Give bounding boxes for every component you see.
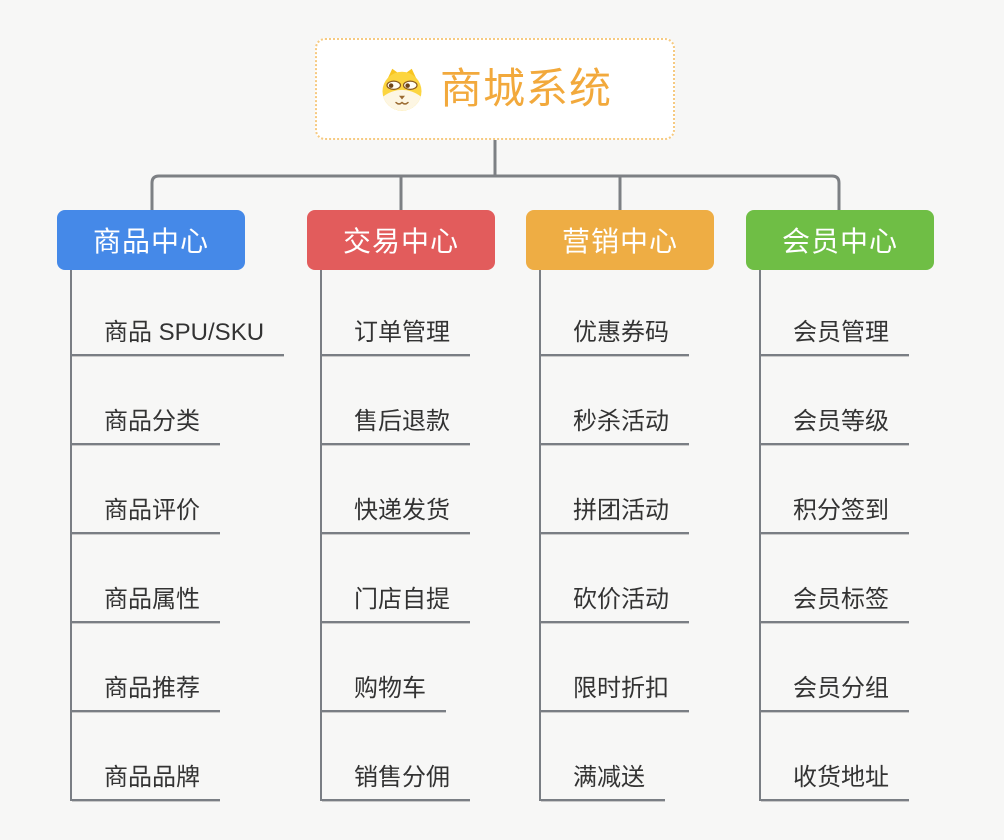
leaf-row: 商品品牌 <box>72 712 307 801</box>
branch-header-marketing-center[interactable]: 营销中心 <box>526 210 714 270</box>
leaf-node[interactable]: 购物车 <box>322 675 446 712</box>
leaf-node[interactable]: 积分签到 <box>761 497 909 534</box>
root-title: 商城系统 <box>439 65 612 112</box>
leaf-row: 砍价活动 <box>541 534 776 623</box>
leaf-node[interactable]: 门店自提 <box>322 586 470 623</box>
leaf-row: 会员标签 <box>761 534 996 623</box>
leaf-row: 秒杀活动 <box>541 356 776 445</box>
leaf-row: 收货地址 <box>761 712 996 801</box>
leaf-node[interactable]: 商品 SPU/SKU <box>72 319 285 356</box>
branch-body-product-center: 商品 SPU/SKU 商品分类 商品评价 商品属性 商品推荐 商品品牌 <box>70 270 307 801</box>
branch-header-product-center[interactable]: 商品中心 <box>57 210 245 270</box>
branch-label: 会员中心 <box>781 226 898 257</box>
branch-header-member-center[interactable]: 会员中心 <box>746 210 934 270</box>
leaf-row: 会员等级 <box>761 356 996 445</box>
connector-rail <box>150 174 841 211</box>
leaf-node[interactable]: 商品推荐 <box>72 675 220 712</box>
leaf-row: 满减送 <box>541 712 776 801</box>
branch-member-center: 会员中心 会员管理 会员等级 积分签到 会员标签 会员分组 收货地址 <box>746 210 996 801</box>
branch-body-marketing-center: 优惠券码 秒杀活动 拼团活动 砍价活动 限时折扣 满减送 <box>539 270 776 801</box>
leaf-node[interactable]: 会员标签 <box>761 586 909 623</box>
leaf-row: 优惠券码 <box>541 270 776 356</box>
leaf-node[interactable]: 商品品牌 <box>72 764 220 801</box>
leaf-row: 商品评价 <box>72 445 307 534</box>
leaf-row: 快递发货 <box>322 445 557 534</box>
dog-mascot-icon <box>382 68 422 111</box>
root-node[interactable]: 商城系统 <box>315 38 675 140</box>
leaf-node[interactable]: 优惠券码 <box>541 319 689 356</box>
leaf-row: 积分签到 <box>761 445 996 534</box>
leaf-row: 会员管理 <box>761 270 996 356</box>
leaf-node[interactable]: 秒杀活动 <box>541 408 689 445</box>
leaf-node[interactable]: 商品属性 <box>72 586 220 623</box>
leaf-node[interactable]: 拼团活动 <box>541 497 689 534</box>
branch-trade-center: 交易中心 订单管理 售后退款 快递发货 门店自提 购物车 销售分佣 <box>307 210 557 801</box>
leaf-row: 限时折扣 <box>541 623 776 712</box>
leaf-node[interactable]: 收货地址 <box>761 764 909 801</box>
leaf-row: 会员分组 <box>761 623 996 712</box>
leaf-node[interactable]: 满减送 <box>541 764 665 801</box>
leaf-node[interactable]: 订单管理 <box>322 319 470 356</box>
branch-label: 交易中心 <box>342 226 459 257</box>
branch-body-member-center: 会员管理 会员等级 积分签到 会员标签 会员分组 收货地址 <box>759 270 996 801</box>
leaf-row: 商品 SPU/SKU <box>72 270 307 356</box>
leaf-node[interactable]: 售后退款 <box>322 408 470 445</box>
leaf-node[interactable]: 快递发货 <box>322 497 470 534</box>
branch-marketing-center: 营销中心 优惠券码 秒杀活动 拼团活动 砍价活动 限时折扣 满减送 <box>526 210 776 801</box>
leaf-node[interactable]: 限时折扣 <box>541 675 689 712</box>
leaf-node[interactable]: 会员分组 <box>761 675 909 712</box>
leaf-row: 订单管理 <box>322 270 557 356</box>
leaf-row: 商品分类 <box>72 356 307 445</box>
branch-body-trade-center: 订单管理 售后退款 快递发货 门店自提 购物车 销售分佣 <box>320 270 557 801</box>
leaf-node[interactable]: 商品分类 <box>72 408 220 445</box>
leaf-row: 售后退款 <box>322 356 557 445</box>
leaf-node[interactable]: 砍价活动 <box>541 586 689 623</box>
leaf-row: 拼团活动 <box>541 445 776 534</box>
leaf-node[interactable]: 商品评价 <box>72 497 220 534</box>
branch-header-trade-center[interactable]: 交易中心 <box>307 210 495 270</box>
leaf-row: 商品属性 <box>72 534 307 623</box>
leaf-row: 销售分佣 <box>322 712 557 801</box>
leaf-node[interactable]: 销售分佣 <box>322 764 470 801</box>
leaf-node[interactable]: 会员管理 <box>761 319 909 356</box>
leaf-row: 商品推荐 <box>72 623 307 712</box>
branch-label: 商品中心 <box>92 226 209 257</box>
leaf-row: 门店自提 <box>322 534 557 623</box>
branch-product-center: 商品中心 商品 SPU/SKU 商品分类 商品评价 商品属性 商品推荐 商品品牌 <box>57 210 307 801</box>
leaf-node[interactable]: 会员等级 <box>761 408 909 445</box>
branch-label: 营销中心 <box>561 226 678 257</box>
leaf-row: 购物车 <box>322 623 557 712</box>
